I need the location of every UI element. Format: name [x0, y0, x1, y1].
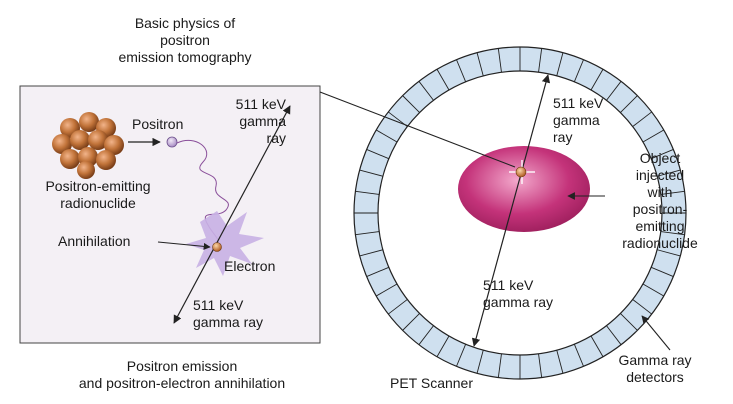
detector-pointer	[641, 315, 671, 351]
electron-label: Electron	[224, 258, 276, 274]
detector-divider	[651, 149, 674, 160]
detector-divider	[456, 59, 467, 82]
gamma-ray-bottom-label: 511 keV gamma ray	[193, 297, 264, 330]
detector-divider	[497, 353, 502, 378]
detector-divider	[436, 69, 450, 91]
detector-divider	[456, 344, 467, 367]
detectors-label: Gamma ray detectors	[618, 352, 692, 385]
injected-object	[458, 146, 590, 232]
detector-divider	[436, 335, 450, 357]
positron-label: Positron	[132, 116, 184, 132]
scanner-gamma-top-label: 511 keV gamma ray	[553, 95, 604, 145]
detector-divider	[556, 52, 564, 76]
detector-divider	[366, 149, 389, 160]
annihilation-point	[212, 242, 222, 252]
detector-divider	[573, 344, 584, 367]
radionuclide-label: Positron-emitting radionuclide	[45, 178, 151, 211]
detector-divider	[418, 325, 434, 345]
detector-divider	[590, 69, 604, 91]
detector-divider	[359, 249, 383, 257]
detector-divider	[476, 52, 484, 76]
detector-divider	[573, 59, 584, 82]
gamma-ray-line-scanner	[471, 74, 551, 347]
left-caption: Positron emission and positron-electron …	[78, 358, 286, 391]
gamma-ray-detectors	[354, 47, 686, 379]
connector-line	[319, 91, 516, 168]
detector-divider	[556, 350, 564, 374]
detector-divider	[402, 95, 420, 113]
detector-divider	[642, 129, 664, 143]
detector-divider	[355, 231, 380, 236]
detector-divider	[402, 313, 420, 331]
detector-divider	[606, 325, 622, 345]
diagram-title: Basic physics of positron emission tomog…	[118, 15, 252, 65]
detector-divider	[620, 313, 638, 331]
annihilation-pointer	[157, 241, 211, 250]
detector-divider	[657, 249, 681, 257]
detector-divider	[355, 190, 380, 195]
gamma-ray-top-label: 511 keV gamma ray	[235, 96, 286, 146]
detector-divider	[660, 231, 685, 236]
detector-divider	[632, 111, 652, 127]
radionuclide-nucleus	[52, 112, 124, 179]
emission-point	[515, 166, 527, 178]
detector-divider	[657, 169, 681, 177]
detector-divider	[606, 81, 622, 101]
detector-divider	[642, 283, 664, 297]
annihilation-label: Annihilation	[58, 233, 131, 249]
gamma-ray-line-left	[173, 105, 291, 324]
detector-divider	[632, 299, 652, 315]
detector-divider	[538, 48, 543, 73]
detector-divider	[590, 335, 604, 357]
object-label: Object injected with positron- emitting …	[622, 150, 698, 251]
detector-divider	[388, 299, 408, 315]
scanner-caption: PET Scanner	[390, 375, 474, 391]
scanner-gamma-bottom-label: 511 keV gamma ray	[483, 277, 554, 310]
detector-divider	[359, 169, 383, 177]
detector-divider	[620, 95, 638, 113]
detector-divider	[376, 129, 398, 143]
detector-divider	[418, 81, 434, 101]
positron-particle	[166, 136, 178, 148]
detector-divider	[497, 48, 502, 73]
detector-divider	[538, 353, 543, 378]
detector-divider	[366, 266, 389, 277]
detector-divider	[660, 190, 685, 195]
detector-divider	[376, 283, 398, 297]
detector-divider	[476, 350, 484, 374]
detector-divider	[651, 266, 674, 277]
